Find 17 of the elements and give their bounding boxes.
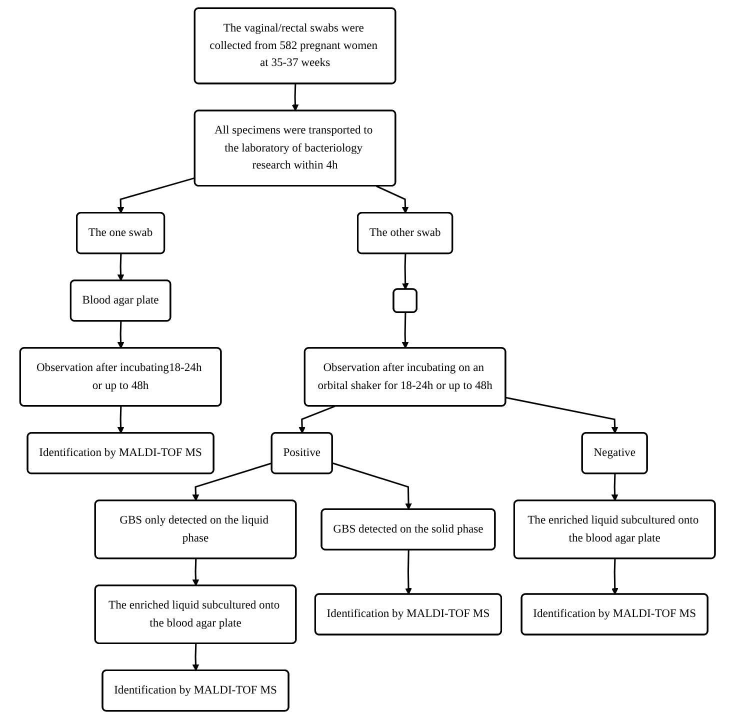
arrow bbox=[192, 558, 200, 586]
arrow bbox=[402, 312, 409, 349]
arrow bbox=[292, 84, 299, 112]
arrow bbox=[298, 405, 336, 434]
arrow bbox=[405, 550, 412, 595]
arrow bbox=[192, 462, 272, 502]
arrow bbox=[117, 254, 124, 282]
arrow bbox=[117, 177, 196, 214]
arrow bbox=[402, 254, 409, 290]
arrow bbox=[506, 396, 618, 434]
arrow bbox=[117, 406, 124, 434]
arrow bbox=[192, 644, 200, 671]
arrow bbox=[376, 185, 409, 214]
arrow bbox=[611, 558, 618, 595]
arrow bbox=[611, 474, 618, 502]
arrow bbox=[117, 321, 124, 349]
arrow bbox=[332, 462, 412, 510]
